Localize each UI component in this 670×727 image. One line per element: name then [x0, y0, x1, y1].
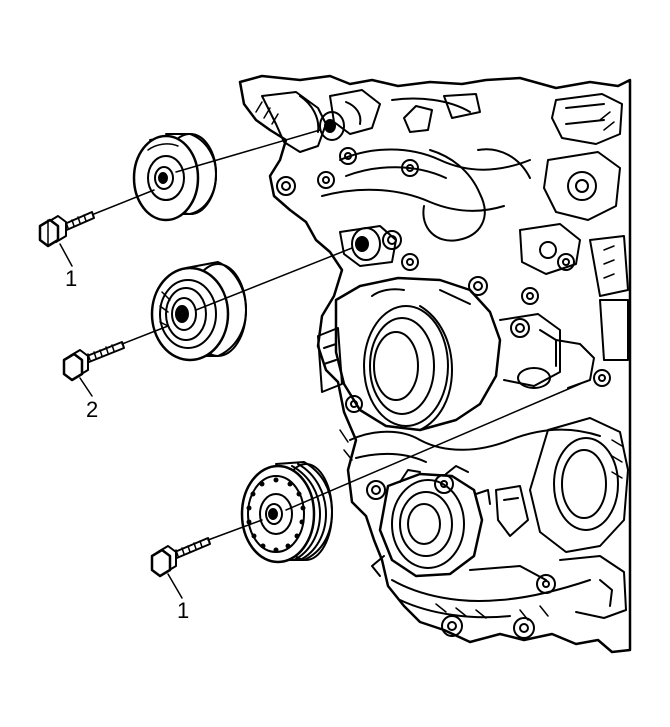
middle-idler-pulley: [150, 261, 247, 362]
engine-front-cover: [238, 74, 632, 654]
alignment-lines: [93, 129, 581, 541]
bolt-lower: [150, 537, 211, 578]
callout-label-bolt-middle: 2: [86, 397, 99, 422]
lower-grooved-pulley: [240, 461, 333, 564]
callout-label-bolt-lower: 1: [177, 598, 190, 623]
callout-label-bolt-upper: 1: [65, 266, 78, 291]
upper-idler-pulley: [132, 133, 217, 222]
bolt-upper: [38, 211, 95, 248]
bolt-middle: [62, 341, 125, 382]
callout-leaders: [59, 243, 183, 599]
